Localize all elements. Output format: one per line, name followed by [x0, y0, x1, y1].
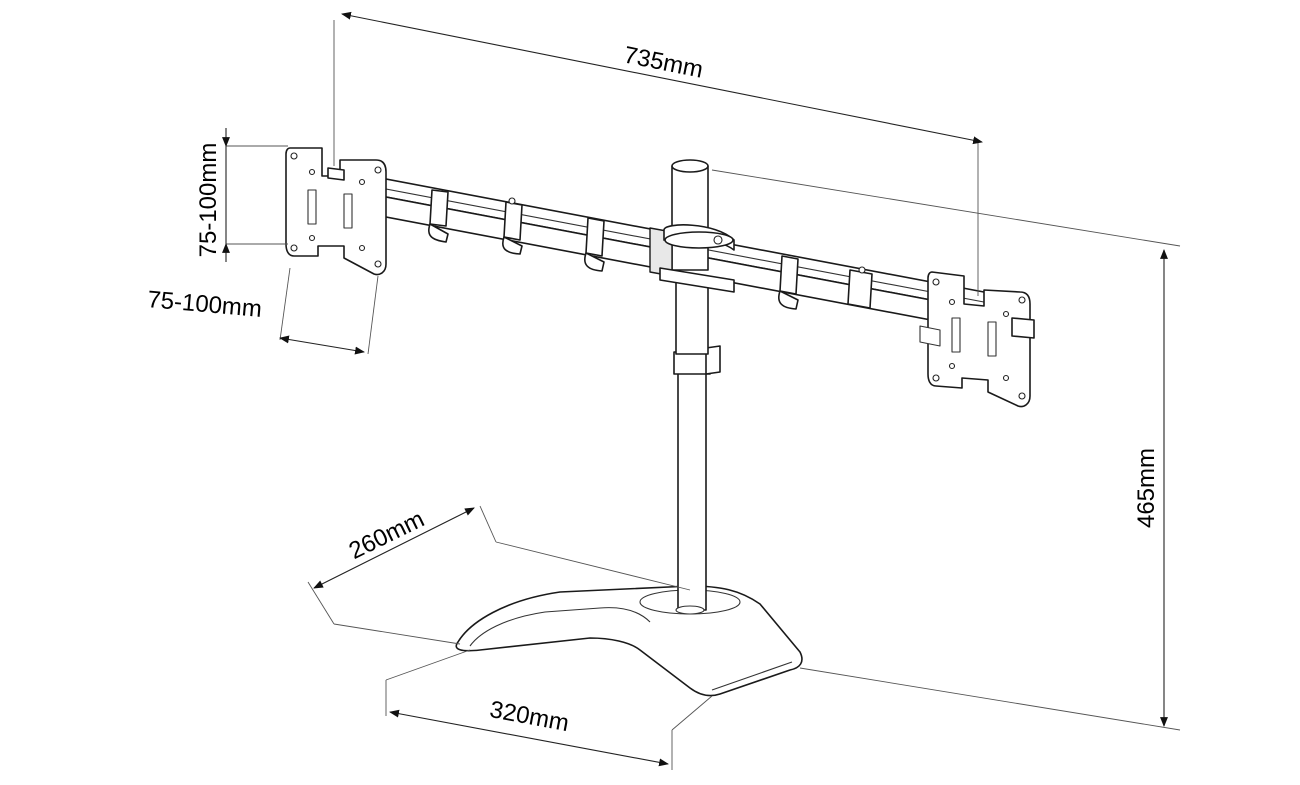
stand-base	[455, 585, 803, 697]
height-label: 465mm	[1133, 448, 1160, 528]
pole-top-clamp	[649, 159, 735, 293]
base-width-label: 320mm	[488, 696, 572, 737]
vesa-plate-left	[285, 147, 387, 276]
base-depth-label: 260mm	[345, 506, 429, 565]
dimension-height: 465mm	[711, 169, 1181, 731]
arm-span-label: 735mm	[622, 42, 706, 84]
cable-clips	[428, 189, 873, 310]
vesa-vertical-label: 75-100mm	[195, 143, 222, 258]
vesa-horizontal-label: 75-100mm	[146, 286, 263, 323]
stand-pole	[673, 269, 721, 615]
dimension-vesa-horizontal: 75-100mm	[146, 267, 379, 355]
dimension-vesa-vertical: 75-100mm	[195, 128, 288, 262]
vesa-plate-right	[919, 271, 1035, 408]
